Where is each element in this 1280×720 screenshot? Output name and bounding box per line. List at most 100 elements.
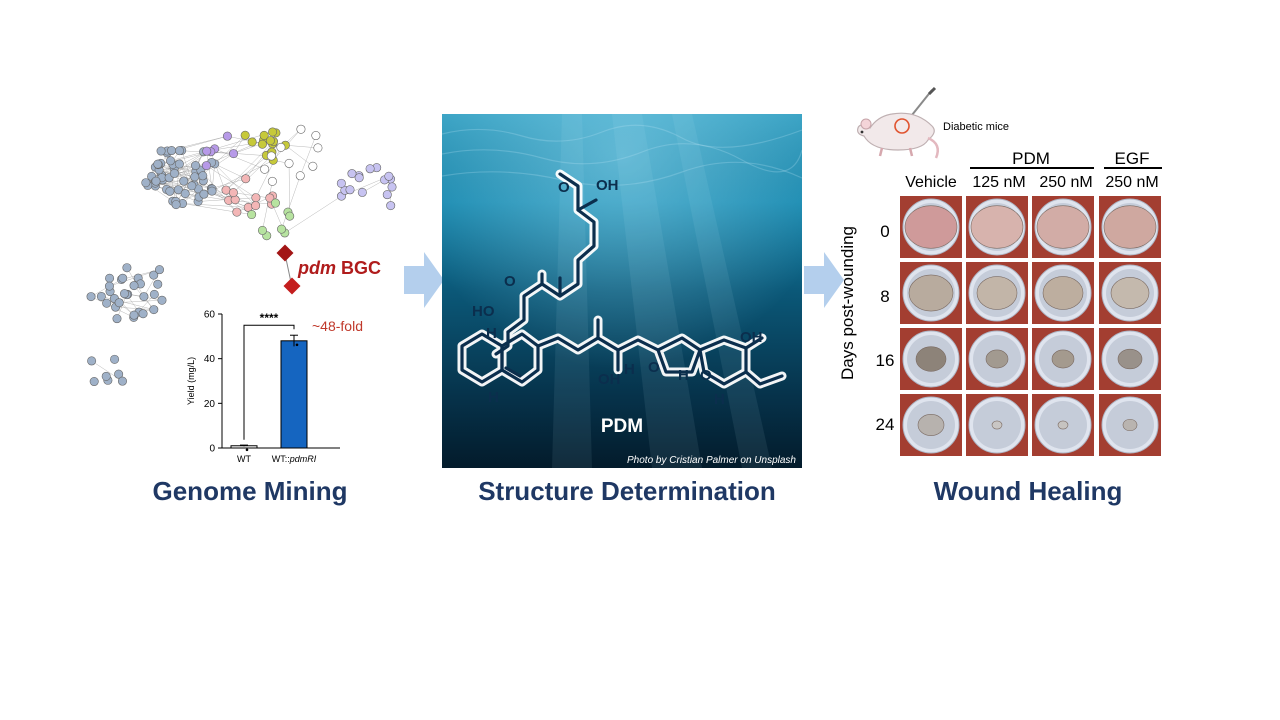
mouse-label: Diabetic mice (943, 121, 1010, 133)
network-node (347, 169, 357, 179)
y-tick-label: 20 (204, 399, 216, 410)
highlight-markers (276, 244, 301, 295)
wound-photo-r3-c3 (1099, 394, 1161, 456)
row-16: 16 (875, 351, 895, 370)
network-node (267, 176, 277, 186)
network-node (104, 281, 114, 291)
network-node (118, 273, 128, 283)
compound-name: PDM (601, 416, 643, 437)
network-node (228, 188, 238, 198)
wound-healing-title: Wound Healing (933, 476, 1123, 506)
network-node (229, 149, 239, 159)
network-node (101, 371, 111, 381)
network-node (259, 130, 269, 140)
network-node (336, 178, 346, 188)
network-node (308, 161, 318, 171)
network-node (260, 164, 270, 174)
underwater-photo: OH O O HO H H OH O H H O OH H PDM Photo … (442, 114, 802, 468)
wound-photo-r2-c3 (1099, 328, 1161, 390)
data-point (245, 448, 249, 452)
atom-oh-acid: OH (596, 177, 619, 194)
wound-photo-r0-c2 (1032, 196, 1094, 258)
photo-credit: Photo by Cristian Palmer on Unsplash (627, 455, 796, 466)
y-axis-label: Yield (mg/L) (186, 357, 196, 405)
network-node (276, 142, 286, 152)
network-node (207, 186, 217, 196)
atom-h1: H (486, 325, 497, 342)
network-edge (182, 203, 249, 208)
wound-photo-r0-c3 (1099, 196, 1161, 258)
network-node (89, 377, 99, 387)
significance-label: **** (260, 311, 279, 325)
col-egf-250: 250 nM (1105, 174, 1159, 191)
network-node (173, 185, 183, 195)
network-edge (210, 151, 272, 157)
wound-photo-r2-c2 (1032, 328, 1094, 390)
network-node (175, 146, 185, 156)
network-node (155, 265, 165, 275)
network-node (166, 156, 176, 166)
wound-photo-r2-c1 (966, 328, 1028, 390)
network-node (139, 292, 149, 302)
mouse-icon (857, 86, 939, 159)
wound-photo-r3-c1 (966, 394, 1028, 456)
network-edge (262, 181, 273, 231)
network-edge (225, 141, 274, 191)
fold-annotation: ~48-fold (312, 318, 363, 334)
col-vehicle: Vehicle (905, 174, 957, 191)
row-24: 24 (875, 415, 895, 434)
network-node (86, 292, 96, 302)
row-0: 0 (880, 222, 890, 241)
network-edge (233, 192, 270, 199)
atom-h2: H (488, 389, 499, 406)
network-node (114, 298, 124, 308)
network-node (112, 314, 122, 324)
bgc-node-2 (283, 277, 301, 295)
network-node (153, 279, 163, 289)
wound-photo-r1-c1 (966, 262, 1028, 324)
network-node (198, 171, 208, 181)
bgc-label-italic: pdm (298, 258, 336, 278)
network-edge (288, 163, 290, 217)
structure-drawing: OH O O HO H H OH O H H O OH H PDM Photo … (442, 114, 802, 468)
y-tick-label: 0 (209, 444, 215, 455)
bgc-label: pdm BGC (298, 258, 381, 279)
atom-h5: H (714, 391, 725, 408)
network-node (295, 171, 305, 181)
network-node (232, 207, 242, 217)
network-node (110, 354, 120, 364)
wound-photo-r2-c0 (900, 328, 962, 390)
network-node (241, 174, 251, 184)
group-pdm: PDM (1012, 149, 1050, 168)
network-node (157, 295, 167, 305)
network-node (257, 225, 267, 235)
network-node (165, 186, 175, 196)
wound-photo-r3-c0 (900, 394, 962, 456)
network-node (87, 356, 97, 366)
group-pdm-bar (970, 167, 1094, 169)
arrow-right-icon (404, 252, 444, 308)
network-node (285, 211, 295, 221)
network-node (251, 201, 261, 211)
atom-o-acid: O (558, 179, 570, 196)
network-node (265, 193, 275, 203)
network-edge (285, 145, 314, 167)
network-node (122, 263, 132, 273)
network-node (247, 210, 257, 220)
network-node (114, 369, 124, 379)
network-node (191, 161, 201, 171)
genome-mining-title: Genome Mining (152, 476, 348, 506)
group-egf: EGF (1114, 149, 1150, 168)
network-node (384, 171, 394, 181)
network-node (201, 161, 211, 171)
network-node (199, 189, 209, 199)
network-node (180, 189, 190, 199)
network-nodes (86, 124, 397, 387)
network-edge (281, 175, 301, 230)
atom-o-ring2: O (700, 367, 712, 384)
network-node (171, 200, 181, 210)
network-node (105, 273, 115, 283)
network-edge (214, 148, 265, 170)
network-node (129, 281, 139, 291)
y-tick-label: 60 (204, 310, 216, 321)
